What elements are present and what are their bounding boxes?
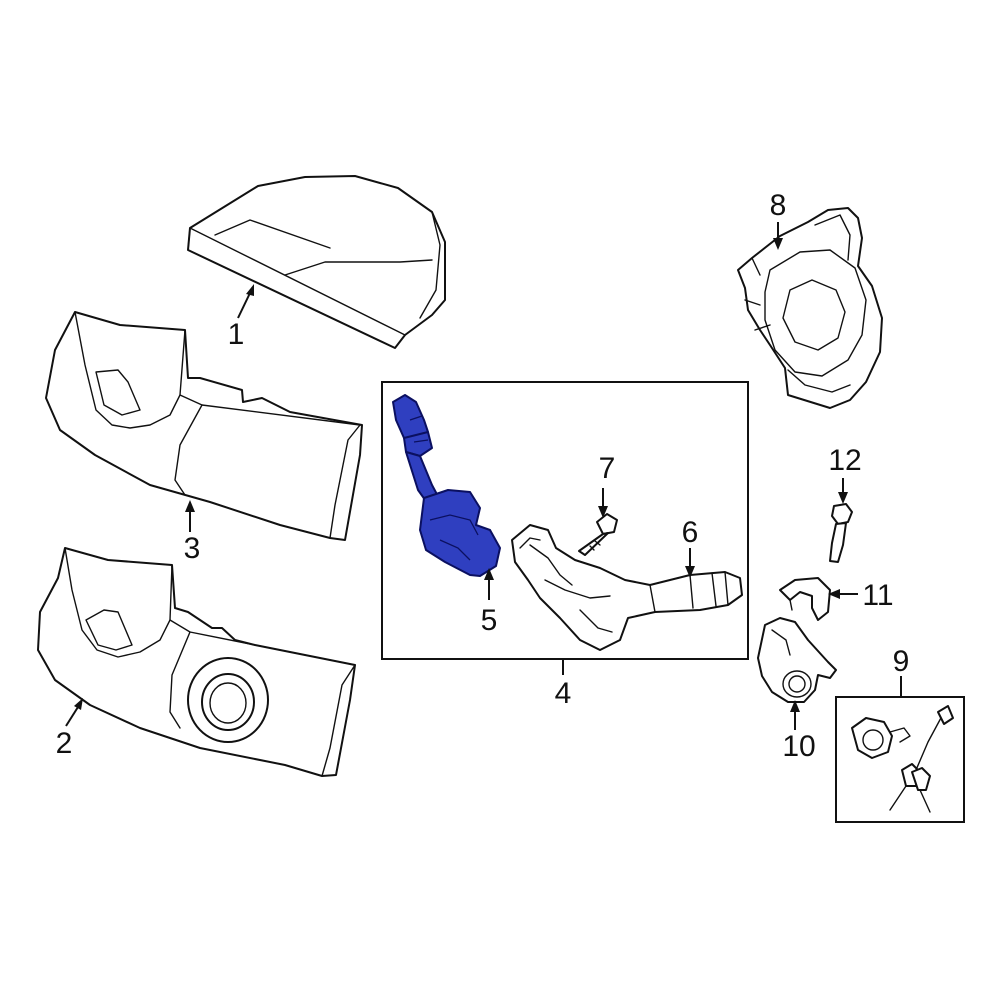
callout-7: 7 (599, 452, 616, 485)
callout-1: 1 (228, 318, 245, 351)
callout-11: 11 (862, 579, 893, 612)
part-1-upper-cover[interactable] (187, 175, 446, 349)
part-7-screw[interactable] (578, 513, 618, 556)
callout-2: 2 (56, 727, 73, 760)
part-5-switch-highlighted[interactable] (392, 394, 501, 577)
callout-4: 4 (555, 677, 572, 710)
leader-7 (598, 488, 608, 518)
part-10-lock-housing[interactable] (757, 617, 837, 703)
callout-8: 8 (770, 189, 787, 222)
callout-12: 12 (828, 444, 861, 477)
assembly-4-box (381, 381, 749, 660)
leader-11 (828, 589, 858, 599)
leader-2 (65, 698, 83, 727)
leader-3 (185, 500, 195, 532)
leader-6 (685, 548, 695, 578)
callout-3: 3 (184, 532, 201, 565)
part-2-lower-cover-ignition[interactable] (37, 547, 356, 777)
leader-5 (484, 568, 494, 600)
callout-5: 5 (481, 604, 498, 637)
callout-9: 9 (893, 645, 910, 678)
callout-10: 10 (782, 730, 815, 763)
part-8-clock-spring[interactable] (737, 207, 883, 409)
part-3-lower-cover[interactable] (45, 311, 363, 541)
leader-12 (838, 478, 848, 504)
part-12-pin[interactable] (829, 503, 853, 563)
part-11-clip[interactable] (779, 577, 831, 621)
leader-10 (790, 700, 800, 730)
leader-1 (237, 284, 254, 319)
part-9-lock-cylinder-keys[interactable] (851, 705, 954, 813)
part-6-wiper-switch[interactable] (511, 524, 743, 651)
leader-8 (773, 222, 783, 250)
callout-6: 6 (682, 516, 699, 549)
